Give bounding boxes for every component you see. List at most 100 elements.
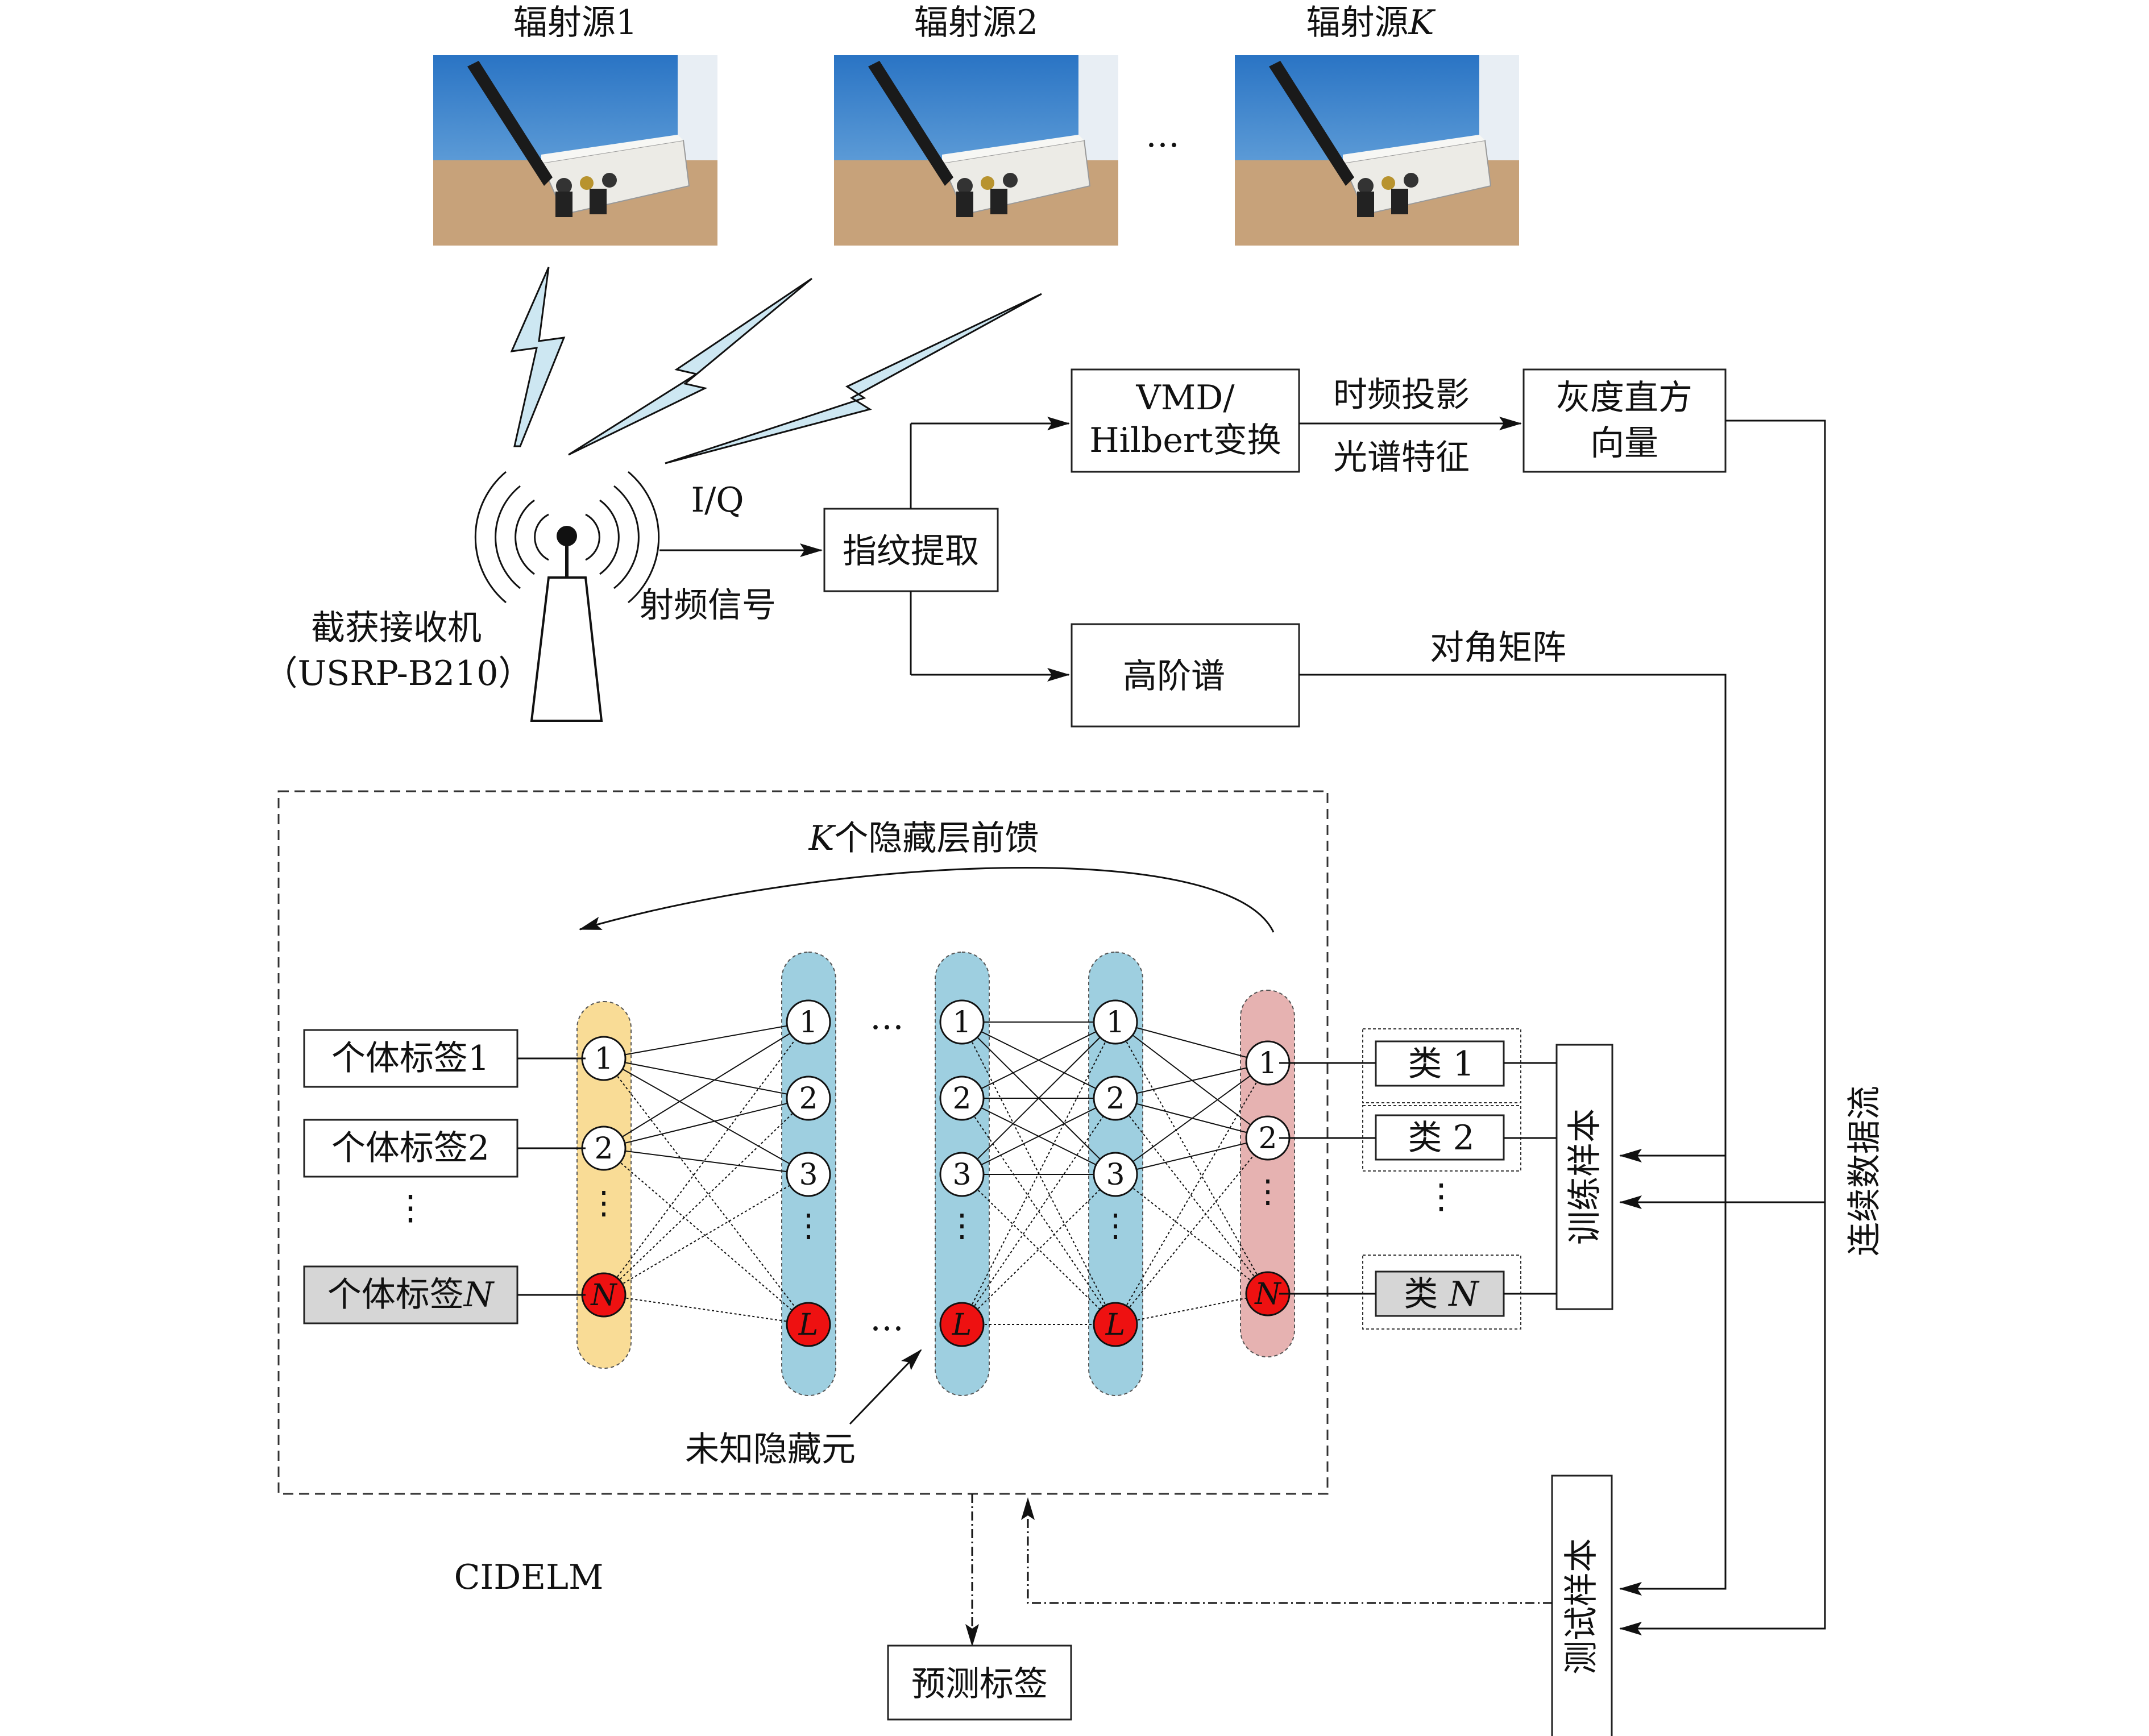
source-1-label: 辐射源1 <box>513 3 637 43</box>
stream-label: 连续数据流 <box>1845 1086 1885 1256</box>
connection-edge <box>1115 1021 1268 1294</box>
connection-edge <box>603 1294 809 1325</box>
connection-edge <box>603 1148 809 1175</box>
node-label: N <box>590 1278 617 1313</box>
test-label: 测试样本 <box>1562 1538 1602 1675</box>
label-text-1: 个体标签1 <box>331 1039 489 1078</box>
input-node-2: 2 <box>581 1126 627 1171</box>
hiddenk1-node-3: 3 <box>939 1152 985 1197</box>
connection-edge <box>603 1021 809 1295</box>
label-box-1 <box>303 1029 518 1088</box>
hidden-ellipsis-bottom: … <box>870 1299 904 1339</box>
labels-vdots: ⋮ <box>393 1188 428 1228</box>
node-label: 2 <box>799 1082 818 1116</box>
hidden1-node-3: 3 <box>786 1152 831 1197</box>
hiddenk1-node-2: 2 <box>939 1075 985 1121</box>
node-label: 3 <box>1106 1158 1125 1192</box>
class-2-box <box>1375 1114 1505 1161</box>
unknown-hidden-label: 未知隐藏元 <box>685 1430 856 1469</box>
cidelm-label: CIDELM <box>454 1558 604 1597</box>
connection-edge <box>961 1021 1116 1175</box>
connection-edge <box>961 1021 1116 1099</box>
vmd-box <box>1071 368 1300 473</box>
output-node-3: N <box>1245 1271 1291 1316</box>
gray-to-test-line <box>1619 420 1826 1635</box>
gray-hist-box <box>1522 368 1727 473</box>
connection-edge <box>961 1174 1116 1325</box>
connection-edge <box>603 1021 809 1149</box>
fingerprint-label: 指纹提取 <box>843 531 979 571</box>
input-vdots: ⋮ <box>588 1185 620 1222</box>
connection-edge <box>603 1021 809 1059</box>
label-text-2: 个体标签2 <box>331 1128 489 1168</box>
hiddenk1-node-4: L <box>939 1302 985 1347</box>
device-photo-k <box>1234 55 1520 246</box>
hidden-ellipsis-top: … <box>870 998 904 1037</box>
connection-edge <box>1115 1137 1268 1175</box>
connection-edge <box>1115 1293 1268 1325</box>
receiver-model: （USRP-B210） <box>264 654 533 693</box>
connection-edge <box>1115 1174 1268 1294</box>
node-label: 2 <box>1106 1082 1125 1116</box>
node-label: 1 <box>952 1006 971 1040</box>
input-node-1: 1 <box>581 1036 627 1081</box>
class-1-label: 类 1 <box>1408 1044 1474 1084</box>
connection-edge <box>1115 1021 1268 1064</box>
bolt-2-icon <box>568 277 812 456</box>
source-k <box>1234 55 1520 246</box>
node-label: 2 <box>594 1132 613 1166</box>
class-n-label: 类 N <box>1404 1274 1480 1314</box>
connection-edge <box>603 1098 809 1149</box>
vmd-label-2: Hilbert变换 <box>1089 421 1281 460</box>
node-label: 1 <box>1258 1046 1277 1081</box>
iq-label: I/Q <box>691 480 744 520</box>
node-circle <box>786 999 831 1045</box>
hiddenk1-vdots: ⋮ <box>946 1207 978 1244</box>
network-connections <box>603 1021 1268 1325</box>
gray-label-2: 向量 <box>1590 423 1658 463</box>
gray-label-1: 灰度直方 <box>1556 378 1692 418</box>
label-text-n: 个体标签N <box>327 1275 495 1315</box>
connection-edge <box>603 1058 809 1325</box>
node-circle <box>939 1302 985 1347</box>
output-layer-column <box>1240 990 1295 1357</box>
connection-edge <box>603 1148 809 1325</box>
hos-box <box>1071 623 1300 728</box>
hiddenk-vdots: ⋮ <box>1100 1207 1131 1244</box>
hiddenk1-node-1: 1 <box>939 999 985 1045</box>
connection-edge <box>1115 1062 1268 1175</box>
node-label: 2 <box>952 1082 971 1116</box>
source-2 <box>833 55 1119 246</box>
source-1 <box>433 55 718 246</box>
spectral-label: 光谱特征 <box>1333 438 1470 477</box>
node-label: 1 <box>1106 1006 1125 1040</box>
node-circle <box>786 1152 831 1197</box>
connection-edge <box>961 1098 1116 1175</box>
hiddenk-node-4: L <box>1093 1302 1138 1347</box>
node-label: 2 <box>1258 1122 1277 1156</box>
output-vdots: ⋮ <box>1252 1173 1284 1210</box>
connection-edge <box>603 1058 809 1099</box>
train-label: 训练样本 <box>1565 1108 1605 1245</box>
node-label: 1 <box>799 1006 818 1040</box>
bolt-1-icon <box>510 267 566 447</box>
node-label: L <box>1105 1308 1126 1342</box>
hiddenk-node-3: 3 <box>1093 1152 1138 1197</box>
device-photo-1 <box>433 55 718 246</box>
receiver-antenna-icon <box>474 471 660 722</box>
connection-edge <box>961 1098 1116 1325</box>
classes-vdots: ⋮ <box>1424 1177 1458 1216</box>
sources-ellipsis: … <box>1146 115 1180 155</box>
connection-edge <box>1115 1062 1268 1325</box>
node-circle <box>939 1152 985 1197</box>
node-circle <box>1093 1302 1138 1347</box>
predict-box <box>887 1644 1072 1721</box>
cidelm-region <box>277 790 1329 1495</box>
hidden1-node-2: 2 <box>786 1075 831 1121</box>
connection-edge <box>961 1021 1116 1325</box>
label-box-n <box>303 1265 518 1324</box>
receiver-label: 截获接收机 <box>311 608 482 648</box>
node-label: N <box>1254 1277 1281 1311</box>
